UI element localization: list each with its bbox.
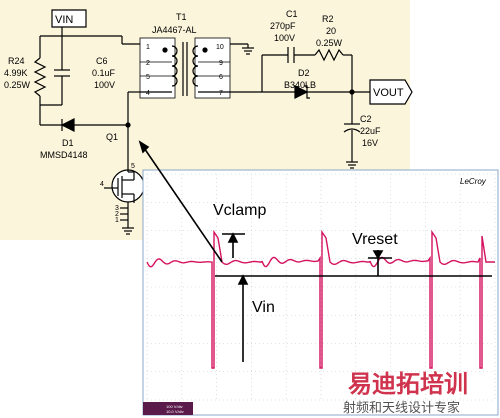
schematic-labels: VIN R24 4.99K 0.25W C6 0.1uF 100V D1 MMS… — [4, 9, 404, 224]
d2-part: B340LB — [284, 80, 316, 90]
t1-primary-box — [139, 37, 176, 99]
t1-pin-4: 4 — [146, 90, 150, 97]
t1-pin-10: 10 — [216, 44, 224, 51]
t1-dot-primary — [162, 47, 168, 53]
c1-value-voltage: 100V — [274, 33, 295, 43]
t1-pin-2: 2 — [146, 60, 150, 67]
c6-value-voltage: 100V — [94, 80, 115, 90]
vin-arrowhead — [237, 274, 249, 285]
d1-ref: D1 — [62, 138, 74, 148]
t1-primary-winding — [171, 45, 178, 87]
c2-value-cap: 22uF — [360, 126, 381, 136]
c1-value-cap: 270pF — [270, 21, 296, 31]
c2-plate-bottom — [343, 128, 361, 133]
t1-pin-5: 5 — [146, 74, 150, 81]
scope-grid — [146, 173, 496, 401]
watermark-title: 易迪拓培训 — [348, 370, 468, 398]
d1-part: MMSD4148 — [40, 150, 88, 160]
r24-value-resistance: 4.99K — [4, 68, 28, 78]
vreset-arrowhead — [372, 250, 384, 260]
r24-resistor — [33, 57, 47, 97]
q1-pin-5: 5 — [131, 163, 135, 170]
t1-secondary-box — [194, 37, 231, 99]
scope-status-line1: 100 V/div — [166, 404, 183, 409]
q1-pin-1: 1 — [115, 217, 119, 224]
t1-ref: T1 — [176, 12, 187, 22]
q1-pin-2: 2 — [115, 211, 119, 218]
q1-ref: Q1 — [106, 132, 118, 142]
t1-secondary-winding — [192, 45, 199, 87]
r2-value-power: 0.25W — [316, 38, 343, 48]
r24-ref: R24 — [8, 56, 25, 66]
vclamp-label: Vclamp — [213, 202, 266, 219]
r2-resistor — [314, 48, 344, 62]
vout-flag — [369, 79, 413, 105]
pointer-arrow-line — [139, 141, 223, 263]
r2-value-resistance: 20 — [326, 26, 336, 36]
t1-pin-7: 7 — [219, 90, 223, 97]
t1-pin-9: 9 — [219, 60, 223, 67]
watermark-subtitle: 射频和天线设计专家 — [343, 400, 460, 416]
c1-ref: C1 — [286, 9, 298, 19]
q1-pin-3: 3 — [115, 205, 119, 212]
t1-dot-secondary — [202, 47, 208, 53]
oscilloscope-panel: LeCroy 100 V/div 10.0 V/div — [142, 169, 499, 416]
scope-trace — [146, 229, 495, 369]
vin-label: VIN — [55, 14, 73, 26]
scope-brand: LeCroy — [460, 177, 487, 186]
t1-part: JA4467-AL — [152, 25, 197, 35]
pointer-arrowhead — [138, 140, 150, 154]
scope-status-line2: 10.0 V/div — [166, 409, 184, 414]
c6-ref: C6 — [96, 56, 108, 66]
scope-status-box — [143, 402, 193, 415]
t1-pin-6: 6 — [219, 74, 223, 81]
c2-ref: C2 — [360, 114, 372, 124]
vin-flag — [51, 9, 87, 28]
r2-ref: R2 — [322, 14, 334, 24]
c6-value-cap: 0.1uF — [92, 68, 116, 78]
r24-value-power: 0.25W — [4, 80, 31, 90]
q1-mosfet-circle — [111, 169, 145, 203]
vreset-label: Vreset — [352, 231, 398, 248]
annotations — [138, 140, 492, 362]
q1-pin-4: 4 — [100, 181, 104, 188]
flyback-schematic — [33, 9, 413, 235]
vin-scope-label: Vin — [252, 299, 275, 316]
t1-pin-1: 1 — [146, 44, 150, 51]
vclamp-arrowhead — [227, 232, 239, 243]
d2-ref: D2 — [298, 68, 310, 78]
vout-label: VOUT — [373, 87, 404, 99]
d2-diode-triangle — [294, 85, 309, 99]
c2-value-voltage: 16V — [362, 138, 378, 148]
